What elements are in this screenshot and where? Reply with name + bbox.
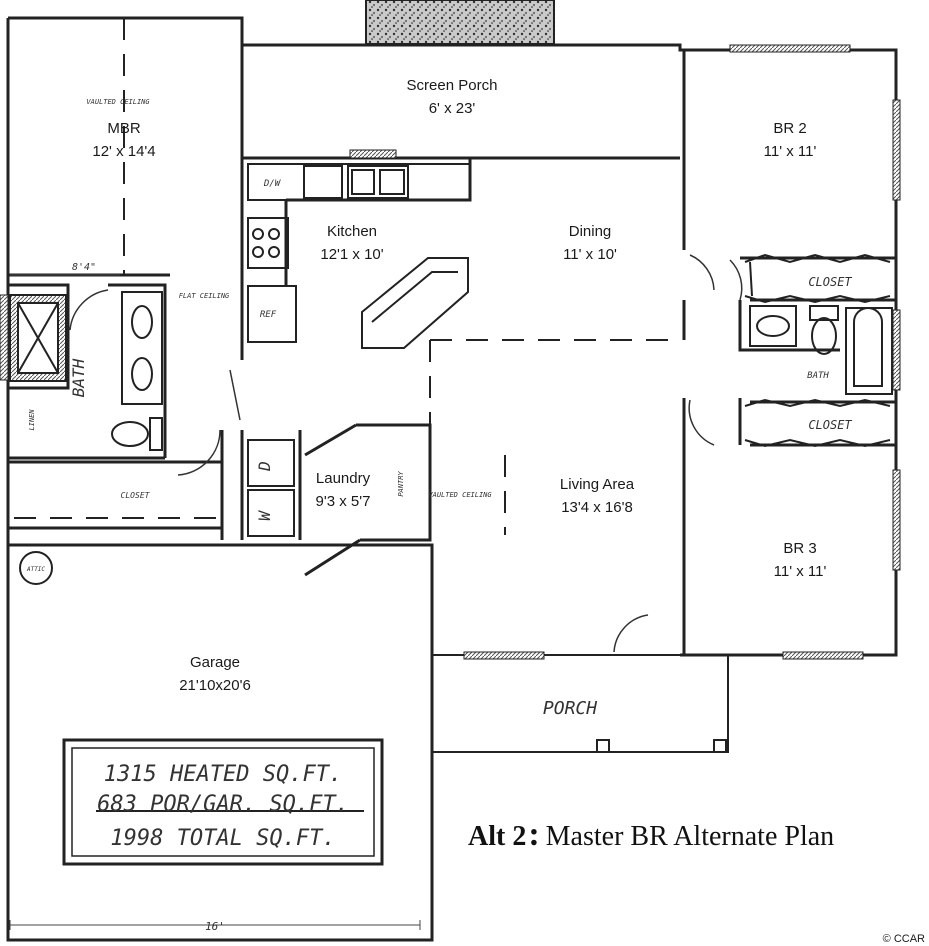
dining-size: 11' x 10' [563,246,617,263]
ref-label: REF [260,310,277,320]
br2-label: BR 2 [773,120,806,137]
br3-label: BR 3 [783,540,816,557]
screen-porch-size: 6' x 23' [429,100,476,117]
dining-label: Dining [569,223,612,240]
laundry-label: Laundry [316,470,371,487]
porch-label: PORCH [543,698,597,719]
garage-label: Garage [190,654,240,671]
kitchen-size: 12'1 x 10' [320,246,383,263]
walls [6,0,898,942]
br3-size: 11' x 11' [774,563,827,580]
sqft-total: 1998 TOTAL SQ.FT. [110,826,335,851]
sqft-box [62,738,384,866]
dryer-label: D [255,461,274,472]
washer-label: W [255,510,274,521]
closet-mbr-label: CLOSET [121,491,151,500]
pantry-label: PANTRY [397,471,405,497]
windows [0,44,901,660]
sqft-por-gar: 683 POR/GAR. SQ.FT. [97,792,349,817]
mbr-size: 12' x 14'4 [92,143,155,160]
caption-bold: Alt 2 [468,821,526,852]
living-label: Living Area [560,476,635,493]
mbr-label: MBR [107,120,141,137]
plan-caption: Alt 2:Master BR Alternate Plan [468,816,834,853]
caption-text: Master BR Alternate Plan [546,821,835,852]
living-size: 13'4 x 16'8 [561,499,633,516]
screen-porch-label: Screen Porch [407,77,498,94]
master-bath-label: BATH [69,358,88,397]
garage-size: 21'10x20'6 [179,677,251,694]
attic-label: ATTIC [26,566,45,573]
kitchen-counters [247,163,471,349]
hall-bath-fixtures [749,305,893,395]
hall-bath-label: BATH [807,371,829,381]
master-vanity [111,291,163,451]
closet-br2-label: CLOSET [808,275,852,289]
kitchen-label: Kitchen [327,223,377,240]
vaulted-living-label: VAULTED CEILING [428,491,492,499]
caption-colon: : [528,816,539,853]
mbr-note: VAULTED CEILING [86,98,150,106]
flat-ceiling-label: FLAT CEILING [179,292,230,300]
closet-br3-label: CLOSET [808,418,852,432]
shower [9,294,67,382]
br2-size: 11' x 11' [764,143,817,160]
garage-dim: 16' [205,920,225,933]
mbr-bath-dim: 8'4" [72,262,96,273]
laundry-size: 9'3 x 5'7 [316,493,371,510]
washer-dryer [247,439,295,537]
attic-hatch [19,551,53,585]
linen-label: LINEN [28,409,36,431]
dw-label: D/W [263,179,282,189]
sqft-heated: 1315 HEATED SQ.FT. [104,762,342,787]
watermark: © CCAR [883,933,925,945]
